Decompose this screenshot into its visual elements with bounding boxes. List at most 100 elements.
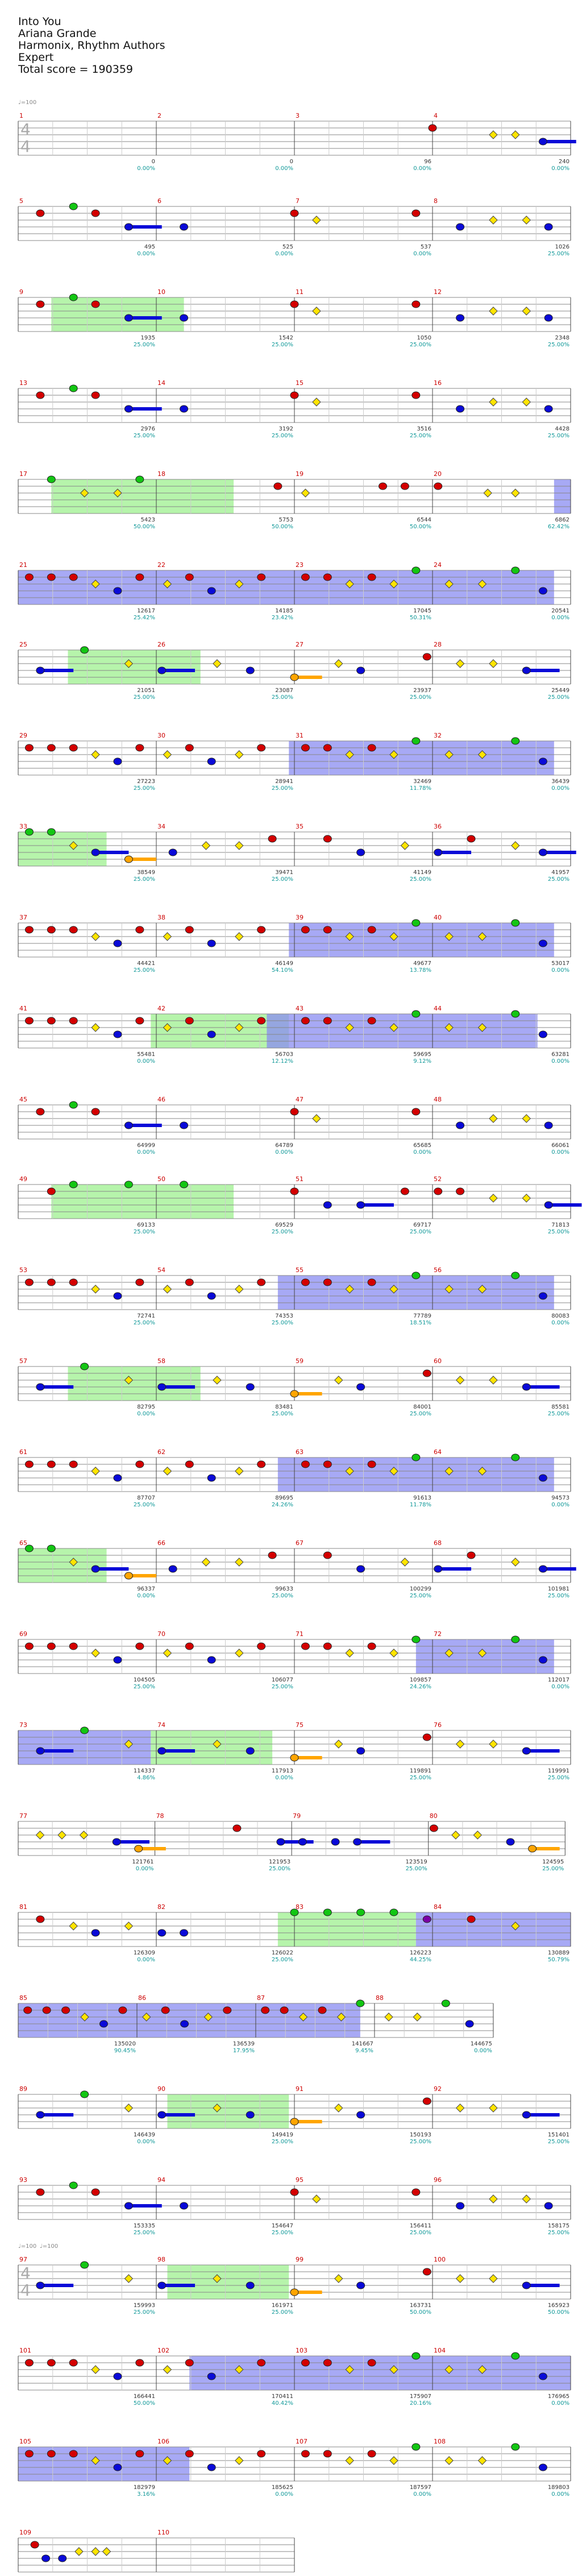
note-blue	[456, 314, 465, 322]
note-blue	[207, 1030, 216, 1038]
sustain-tail	[543, 1567, 576, 1571]
starpower-band	[277, 1912, 416, 1947]
measure-multiplier: 90.45%	[114, 2048, 136, 2054]
note-red	[36, 209, 45, 217]
measure-score: 46149	[275, 960, 293, 967]
note-yellow	[389, 579, 398, 589]
note-yellow	[213, 659, 222, 668]
measure-score: 12617	[137, 608, 155, 614]
measure-score: 64789	[275, 1142, 293, 1149]
measure-score: 119991	[548, 1768, 569, 1774]
note-red	[422, 1369, 431, 1377]
measure-multiplier: 25.00%	[272, 2139, 293, 2145]
measure-multiplier: 25.00%	[272, 1957, 293, 1963]
note-yellow	[124, 2274, 134, 2283]
measure-score: 69529	[275, 1222, 293, 1228]
measure-multiplier: 0.00%	[551, 1058, 569, 1065]
note-yellow	[80, 488, 89, 498]
note-yellow	[312, 1114, 321, 1123]
measure-number: 18	[157, 470, 165, 478]
note-blue	[124, 1121, 133, 1129]
note-green	[69, 202, 78, 210]
measure-multiplier: 25.00%	[134, 876, 155, 883]
note-orange	[134, 1845, 143, 1853]
note-yellow	[235, 1558, 244, 1567]
measure-number: 74	[157, 1721, 165, 1729]
note-blue	[91, 848, 100, 856]
note-blue	[157, 1383, 167, 1391]
measure-score: 87707	[137, 1495, 155, 1501]
note-yellow	[124, 1740, 134, 1749]
sustain-tail	[357, 1840, 390, 1844]
note-yellow	[336, 2012, 346, 2022]
note-yellow	[489, 216, 498, 225]
measure-score: 101981	[548, 1586, 569, 1592]
note-red	[47, 926, 56, 934]
note-yellow	[455, 2274, 465, 2283]
note-yellow	[489, 130, 498, 139]
note-yellow	[489, 2274, 498, 2283]
note-red	[323, 2359, 332, 2367]
measure-number: 79	[293, 1812, 301, 1820]
note-blue	[434, 848, 443, 856]
overdrive-band	[277, 1457, 554, 1492]
note-blue	[323, 1201, 332, 1209]
note-blue	[180, 2202, 189, 2210]
note-yellow	[74, 2547, 84, 2556]
measure-multiplier: 3.16%	[137, 2491, 155, 2498]
note-red	[69, 2450, 78, 2458]
measure-multiplier: 0.00%	[275, 1775, 293, 1781]
sustain-tail	[294, 676, 322, 679]
note-green	[69, 1101, 78, 1109]
note-blue	[207, 587, 216, 595]
note-blue	[544, 405, 553, 413]
note-blue	[180, 223, 189, 231]
note-yellow	[298, 2012, 308, 2022]
note-green	[511, 2443, 520, 2451]
measure-number: 15	[296, 379, 304, 387]
note-blue	[207, 1474, 216, 1482]
measure-number: 37	[19, 914, 27, 921]
note-yellow	[163, 579, 172, 589]
note-red	[422, 653, 431, 661]
measure-number: 62	[157, 1448, 165, 1456]
measure-score: 63281	[551, 1051, 569, 1058]
note-red	[257, 2359, 266, 2367]
measure-number: 109	[19, 2529, 31, 2536]
note-red	[367, 744, 376, 752]
note-blue	[207, 757, 216, 765]
note-red	[301, 1278, 310, 1286]
measure-multiplier: 25.00%	[272, 1593, 293, 1599]
measure-score: 146439	[134, 2132, 155, 2138]
note-blue	[58, 2554, 67, 2562]
measure-number: 45	[19, 1096, 27, 1103]
note-blue	[36, 1383, 45, 1391]
song-header: Into You Ariana Grande Harmonix, Rhythm …	[18, 16, 165, 76]
note-blue	[356, 1565, 365, 1573]
measure-multiplier: 25.00%	[272, 2309, 293, 2316]
measure-score: 106077	[272, 1677, 293, 1683]
note-yellow	[489, 1114, 498, 1123]
measure-number: 23	[296, 561, 304, 569]
note-red	[36, 1108, 45, 1116]
note-red	[91, 1108, 100, 1116]
note-yellow	[489, 2103, 498, 2113]
measure-score: 153335	[134, 2223, 155, 2229]
measure-score: 185625	[272, 2484, 293, 2491]
note-yellow	[444, 579, 454, 589]
measure-multiplier: 9.45%	[355, 2048, 373, 2054]
measure-multiplier: 25.00%	[134, 433, 155, 439]
measure-score: 28941	[275, 778, 293, 785]
measure-score: 36439	[551, 778, 569, 785]
note-red	[161, 2006, 170, 2014]
note-blue	[99, 2020, 108, 2028]
note-red	[36, 1915, 45, 1923]
measure-score: 41149	[413, 869, 431, 876]
note-yellow	[511, 1558, 520, 1567]
note-yellow	[213, 2274, 222, 2283]
starpower-band	[68, 1366, 201, 1401]
note-yellow	[69, 1558, 78, 1567]
measure-number: 60	[434, 1357, 442, 1365]
measure-multiplier: 25.00%	[134, 785, 155, 792]
